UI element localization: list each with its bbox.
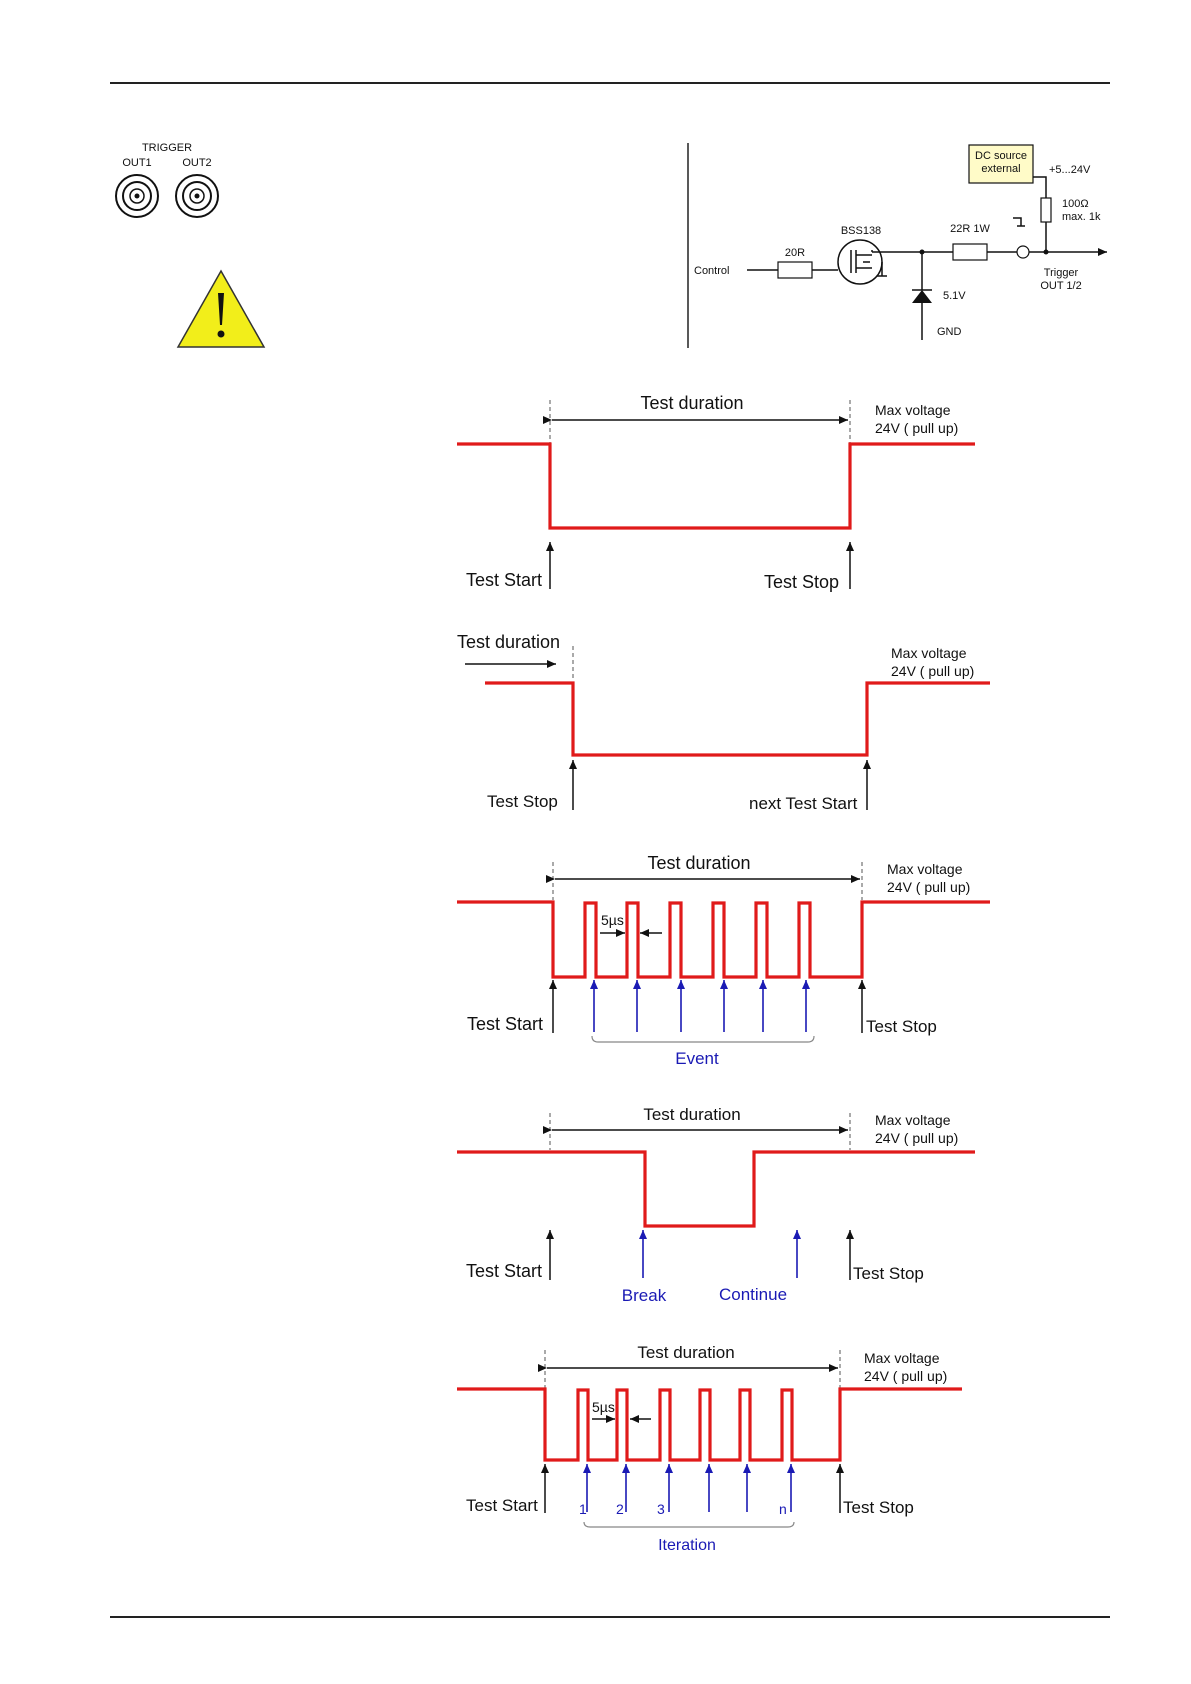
max-voltage-label: Max voltage (875, 402, 951, 418)
trigger-signal (457, 442, 975, 530)
timing-diagram-2: Test duration Max voltage 24V ( pull up)… (457, 632, 990, 813)
max-voltage-label: Max voltage (887, 861, 963, 877)
gnd-label: GND (937, 326, 962, 338)
trigger-signal (457, 900, 990, 979)
max-voltage-label: Max voltage (875, 1112, 951, 1128)
trigger-label: TRIGGER (142, 142, 192, 154)
dc-source-label: DC source (975, 150, 1027, 162)
top-rule (110, 82, 1110, 84)
event-bracket (591, 1035, 815, 1043)
iteration-label: Iteration (658, 1537, 716, 1554)
stop-label: Test Stop (853, 1264, 924, 1283)
trigger-signal (457, 1150, 975, 1228)
max-voltage-label: Max voltage (891, 645, 967, 661)
start-label: Test Start (466, 1261, 542, 1281)
pullup-voltage-label: 24V ( pull up) (875, 1130, 958, 1146)
bnc-connector-panel: TRIGGER OUT1 OUT2 (115, 142, 219, 218)
iteration-number: 1 (579, 1501, 587, 1517)
trigger-output-terminal (1016, 245, 1030, 259)
pullup-voltage-label: 24V ( pull up) (887, 879, 970, 895)
warning-icon (176, 269, 266, 348)
zener-label: 5.1V (943, 290, 966, 302)
trigger-signal (485, 681, 990, 757)
timing-diagram-4: Test duration Max voltage 24V ( pull up)… (457, 1105, 975, 1305)
duration-label: Test duration (647, 853, 750, 873)
start-label: Test Start (466, 570, 542, 590)
pullup-resistor-label: 100Ω (1062, 198, 1089, 210)
break-label: Break (622, 1286, 667, 1305)
stop-label: Test Stop (487, 792, 558, 811)
event-label: Event (675, 1049, 719, 1068)
duration-label: Test duration (643, 1105, 740, 1124)
timing-diagram-1: Test duration Max voltage 24V ( pull up)… (457, 393, 975, 592)
bnc-out2-icon (175, 174, 219, 218)
out2-label: OUT2 (182, 157, 211, 169)
out1-label: OUT1 (122, 157, 151, 169)
bnc-out1-icon (115, 174, 159, 218)
duration-label: Test duration (457, 632, 560, 652)
mosfet-transistor (837, 239, 883, 285)
supply-voltage-label: +5...24V (1049, 164, 1091, 176)
gate-resistor (777, 261, 813, 279)
trigger-signal (457, 1387, 962, 1462)
pullup-voltage-label: 24V ( pull up) (864, 1368, 947, 1384)
bottom-rule (110, 1616, 1110, 1618)
start-label: Test Start (466, 1496, 538, 1515)
pullup-voltage-label: 24V ( pull up) (875, 420, 958, 436)
timing-diagram-5: Test duration Max voltage 24V ( pull up)… (457, 1343, 962, 1554)
dc-source-box (968, 144, 1034, 184)
iteration-number: n (779, 1501, 787, 1517)
stop-label: Test Stop (843, 1498, 914, 1517)
gate-resistor-label: 20R (785, 247, 805, 259)
timing-diagram-3: Test duration Max voltage 24V ( pull up)… (457, 853, 990, 1068)
trigger-label-line2: OUT 1/2 (1040, 280, 1081, 292)
pullup-resistor (1040, 197, 1052, 223)
control-label: Control (694, 265, 729, 277)
iteration-number: 3 (657, 1501, 665, 1517)
stop-label: Test Stop (866, 1017, 937, 1036)
series-resistor (952, 243, 988, 261)
stop-label: Test Stop (764, 572, 839, 592)
pulse-width-label: 5µs (592, 1399, 615, 1415)
start-label: Test Start (467, 1014, 543, 1034)
pullup-voltage-label: 24V ( pull up) (891, 663, 974, 679)
zener-diode (912, 290, 932, 303)
duration-label: Test duration (637, 1343, 734, 1362)
transistor-label: BSS138 (841, 225, 881, 237)
continue-label: Continue (719, 1285, 787, 1304)
pullup-resistor-max-label: max. 1k (1062, 211, 1101, 223)
duration-label: Test duration (640, 393, 743, 413)
dc-source-external-label: external (981, 163, 1020, 175)
series-resistor-label: 22R 1W (950, 223, 990, 235)
trigger-output-schematic: DC source external +5...24V 100Ω max. 1k… (694, 144, 1107, 340)
ground-icon (1013, 217, 1025, 227)
iteration-number: 2 (616, 1501, 624, 1517)
next-start-label: next Test Start (749, 794, 858, 813)
iteration-bracket (583, 1521, 795, 1528)
pulse-width-label: 5µs (601, 912, 624, 928)
trigger-label-line1: Trigger (1044, 267, 1079, 279)
max-voltage-label: Max voltage (864, 1350, 940, 1366)
